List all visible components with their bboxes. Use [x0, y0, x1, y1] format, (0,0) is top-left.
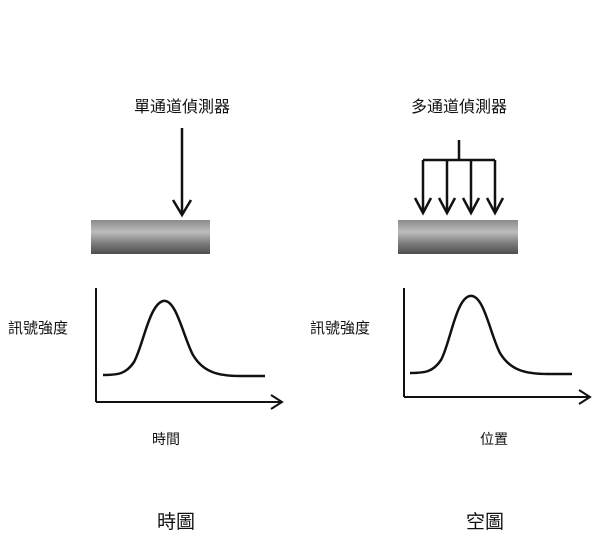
- left-axes: [95, 288, 284, 410]
- left-sample-block: [91, 220, 210, 254]
- right-panel: 多通道偵測器 訊號強度 位置 空圖: [310, 97, 592, 533]
- multi-channel-arrows: [413, 140, 505, 216]
- single-channel-arrow: [171, 128, 193, 218]
- left-detector-label: 單通道偵測器: [134, 97, 230, 116]
- left-signal-peak-curve: [102, 299, 265, 378]
- right-y-axis-label: 訊號強度: [310, 319, 370, 337]
- right-sample-block: [398, 220, 518, 254]
- right-axes: [403, 288, 592, 405]
- right-signal-peak-curve: [409, 294, 572, 376]
- right-detector-label: 多通道偵測器: [411, 97, 507, 116]
- left-y-axis-label: 訊號強度: [8, 319, 68, 337]
- left-panel: 單通道偵測器 訊號強度 時間 時圖: [8, 97, 284, 533]
- right-caption: 空圖: [466, 511, 504, 533]
- left-x-axis-label: 時間: [152, 432, 180, 448]
- right-x-axis-label: 位置: [480, 432, 508, 448]
- left-caption: 時圖: [157, 511, 195, 533]
